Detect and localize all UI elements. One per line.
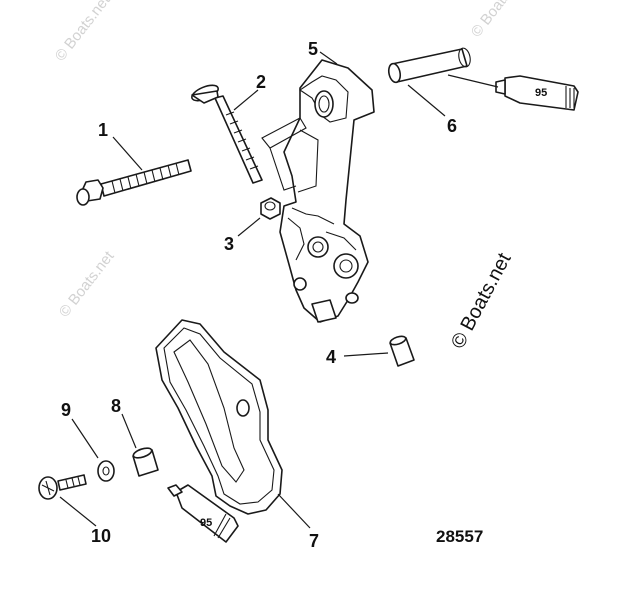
tube-label-lower: 95: [200, 517, 212, 529]
watermark-main: © Boats.net: [447, 249, 516, 352]
callout-8: 8: [111, 396, 121, 416]
cover-plate-part-7: [155, 319, 283, 515]
watermark-mid-left: © Boats.net: [56, 247, 118, 320]
bracket-part-5: [261, 59, 375, 323]
washer-part-9: [97, 460, 115, 482]
leader-lines: [59, 51, 499, 529]
watermark-top-left: © Boats.net: [52, 0, 114, 64]
callout-10: 10: [91, 526, 111, 546]
watermark-top-right: © Boats.net: [468, 0, 530, 40]
callout-4: 4: [326, 347, 336, 367]
tube-label-upper: 95: [535, 87, 547, 99]
callout-2: 2: [256, 72, 266, 92]
callout-9: 9: [61, 400, 71, 420]
callout-1: 1: [98, 120, 108, 140]
sealant-tube-upper: 95: [495, 75, 579, 111]
callout-7: 7: [309, 531, 319, 551]
sleeve-part-6: [387, 47, 471, 84]
callout-6: 6: [447, 116, 457, 136]
nut-part-3: [260, 197, 281, 220]
screw-part-2: [191, 84, 263, 184]
figure-number: 28557: [436, 527, 483, 546]
callout-3: 3: [224, 234, 234, 254]
sleeve-part-4: [389, 335, 415, 367]
spacer-part-8: [132, 447, 159, 477]
sealant-tube-lower: 95: [167, 484, 239, 543]
callout-5: 5: [308, 39, 318, 59]
hex-bolt-part-1: [76, 159, 192, 206]
screw-part-10: [38, 474, 87, 500]
